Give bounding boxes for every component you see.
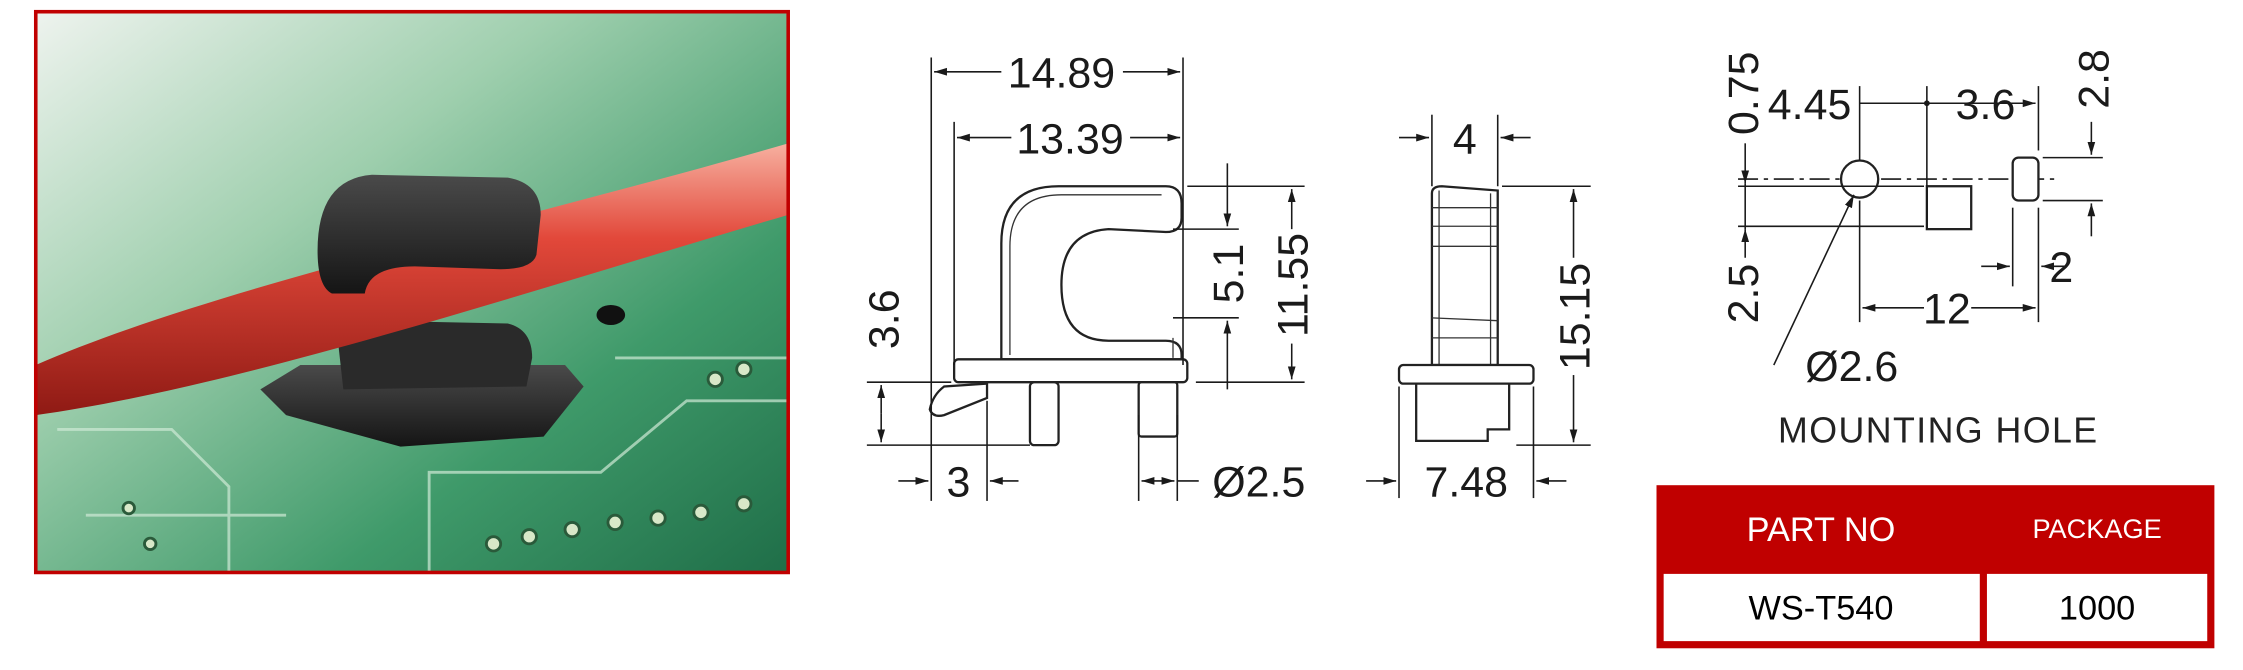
dim-slot-width: 2 <box>2049 244 2073 292</box>
pcb-hole <box>596 304 626 325</box>
value-package: 1000 <box>2059 590 2135 628</box>
hook-inner-edge <box>1009 194 1174 358</box>
release-tab <box>928 382 989 417</box>
front-view-drawing: 14.89 13.39 11.55 5.1 3.6 3 Ø2.5 <box>860 50 1317 507</box>
dim-total-height: 15.15 <box>1551 263 1599 370</box>
dim-offset-bottom: 2.5 <box>1720 264 1768 324</box>
dim-hole-diameter: Ø2.6 <box>1805 343 1898 391</box>
dim-hole-spacing: 12 <box>1923 286 1971 334</box>
dim-overall-width: 14.89 <box>1008 50 1115 98</box>
table-cell-package <box>1986 573 2208 642</box>
dim-slot-spacing: 3.6 <box>1956 81 2016 129</box>
square-slot <box>1925 185 1973 231</box>
pcb-pads <box>121 360 753 553</box>
base-plate <box>952 358 1189 384</box>
dim-cable-opening: 5.1 <box>1205 244 1253 304</box>
pcb-traces <box>57 356 789 573</box>
dim-inner-width: 13.39 <box>1016 115 1123 163</box>
dim-base-width: 7.48 <box>1424 459 1508 507</box>
clip-lower-jaw <box>337 320 533 390</box>
product-photo <box>33 9 790 575</box>
dim-offset-x: 4.45 <box>1768 81 1852 129</box>
side-view-drawing: 4 15.15 7.48 <box>1366 114 1599 507</box>
center-pin <box>1028 381 1060 447</box>
side-base <box>1397 363 1535 385</box>
header-part-no: PART NO <box>1747 511 1896 549</box>
header-package: PACKAGE <box>2032 513 2161 544</box>
dim-body-height: 11.55 <box>1269 233 1317 337</box>
table-cell-part-no <box>1663 573 1980 642</box>
mounting-hole-drawing: 4.45 3.6 0.75 2.5 2.8 2 12 Ø2.6 MOUNTING… <box>1720 49 2118 450</box>
side-pins <box>1415 382 1511 443</box>
part-table: PART NO PACKAGE WS-T540 1000 <box>1656 485 2215 649</box>
mounting-hole <box>1839 159 1880 199</box>
dim-pin-diameter: Ø2.5 <box>1212 459 1305 507</box>
value-part-no: WS-T540 <box>1749 590 1894 628</box>
small-slot <box>2011 156 2040 202</box>
hook-body <box>1000 185 1183 361</box>
clip-upper-hook <box>317 174 541 294</box>
mounting-hole-title: MOUNTING HOLE <box>1778 410 2099 450</box>
dim-tab-width: 3 <box>946 459 970 507</box>
dim-pin-length: 3.6 <box>860 289 908 349</box>
mount-pin <box>1137 381 1179 438</box>
red-cable <box>35 143 789 416</box>
dim-top-width: 4 <box>1453 115 1477 163</box>
photo-border <box>33 9 790 575</box>
dim-slot-height: 2.8 <box>2071 49 2119 109</box>
dim-offset-top: 0.75 <box>1720 51 1768 135</box>
